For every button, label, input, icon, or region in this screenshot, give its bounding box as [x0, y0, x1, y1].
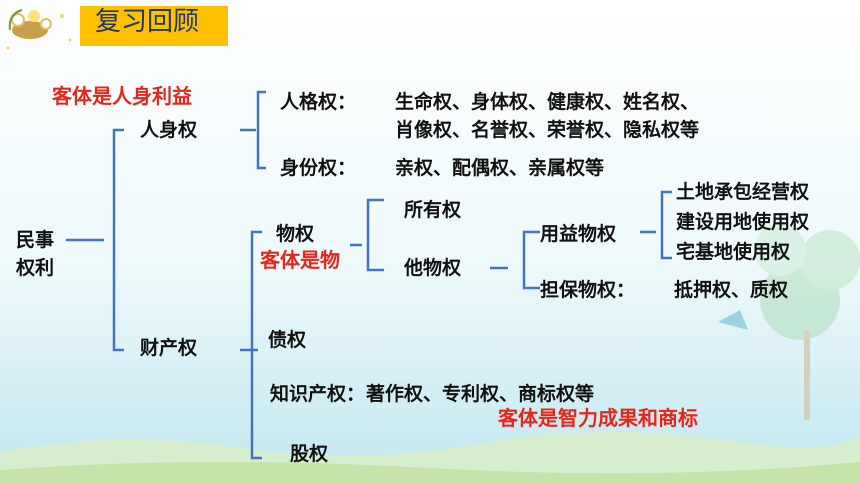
- creditor-rights-label: 债权: [268, 329, 307, 351]
- status-rights-list: 亲权、配偶权、亲属权等: [395, 157, 605, 179]
- title-highlight: [80, 6, 228, 46]
- flower-basket-icon: [8, 9, 52, 39]
- equity-rights-label: 股权: [290, 443, 329, 465]
- ip-rights-list: 著作权、专利权、商标权等: [366, 383, 595, 405]
- personality-rights-label: 人格权：: [280, 91, 357, 113]
- note-personal-object: 客体是人身利益: [52, 84, 192, 108]
- note-thing-object: 客体是物: [260, 248, 340, 272]
- security-rights-label: 担保物权：: [540, 279, 636, 301]
- root-civil-rights: 民事权利: [16, 229, 55, 279]
- page-title: 复习回顾: [95, 7, 200, 37]
- sparkle-stars-icon: [6, 14, 72, 50]
- ip-rights-label: 知识产权：: [270, 383, 366, 405]
- status-rights-label: 身份权：: [280, 157, 357, 179]
- personality-rights-list-1: 生命权、身体权、健康权、姓名权、: [395, 91, 700, 113]
- tree-right-icon: [754, 224, 860, 420]
- personality-rights-list-2: 肖像权、名誉权、荣誉权、隐私权等: [395, 119, 700, 141]
- other-real-rights-label: 他物权: [404, 257, 462, 279]
- bird-icon: [718, 310, 748, 330]
- usufruct-item-3: 宅基地使用权: [676, 241, 791, 263]
- personal-rights-label: 人身权: [140, 119, 198, 141]
- security-rights-list: 抵押权、质权: [674, 279, 789, 301]
- usufruct-item-1: 土地承包经营权: [676, 181, 810, 203]
- usufruct-label: 用益物权: [540, 223, 617, 245]
- usufruct-item-2: 建设用地使用权: [676, 211, 810, 233]
- note-ip-object: 客体是智力成果和商标: [498, 406, 698, 430]
- ownership-label: 所有权: [404, 199, 462, 221]
- property-rights-label: 财产权: [140, 337, 198, 359]
- real-rights-label: 物权: [276, 223, 315, 245]
